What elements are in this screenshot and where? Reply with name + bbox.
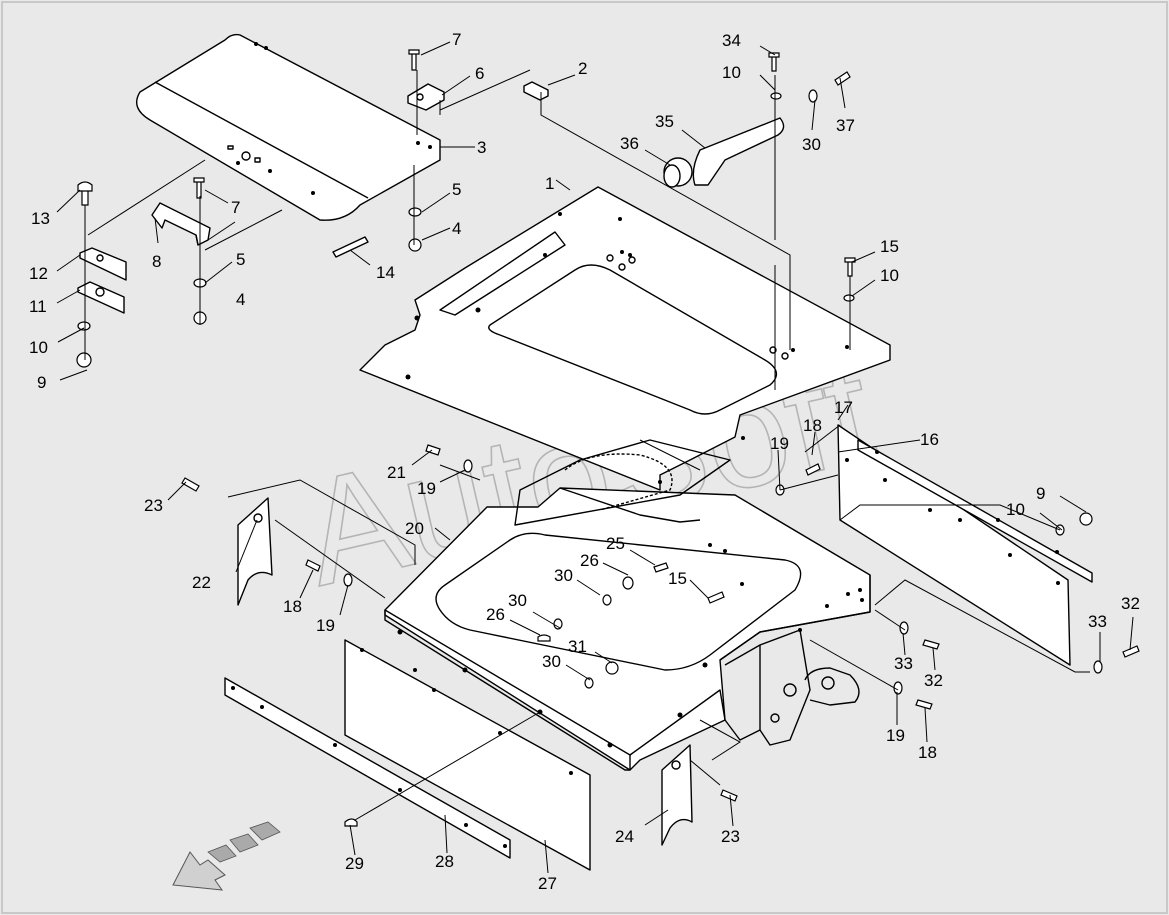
front-direction-arrow-icon	[172, 821, 281, 891]
label-26: 26	[486, 605, 505, 624]
label-22: 22	[192, 573, 211, 592]
label-32: 32	[924, 671, 943, 690]
label-30: 30	[508, 591, 527, 610]
main-frame	[384, 487, 871, 771]
label-28: 28	[435, 852, 454, 871]
label-17: 17	[834, 398, 853, 417]
label-18: 18	[283, 597, 302, 616]
label-7: 7	[452, 30, 461, 49]
label-19: 19	[886, 726, 905, 745]
label-1: 1	[545, 174, 554, 193]
label-10: 10	[722, 63, 741, 82]
label-10: 10	[1006, 500, 1025, 519]
label-30: 30	[554, 566, 573, 585]
label-10: 10	[29, 338, 48, 357]
latch-handle	[151, 202, 211, 246]
fasteners	[76, 49, 1140, 827]
label-33: 33	[1088, 612, 1107, 631]
label-8: 8	[152, 252, 161, 271]
label-31: 31	[568, 637, 587, 656]
label-5: 5	[452, 180, 461, 199]
label-18: 18	[918, 743, 937, 762]
tray-outline	[514, 439, 731, 526]
label-12: 12	[29, 264, 48, 283]
label-23: 23	[721, 827, 740, 846]
label-35: 35	[655, 112, 674, 131]
shim-strip	[332, 236, 369, 258]
label-15: 15	[668, 569, 687, 588]
label-18: 18	[803, 416, 822, 435]
label-leaders	[56, 41, 1134, 874]
label-13: 13	[31, 209, 50, 228]
label-23: 23	[144, 496, 163, 515]
label-33: 33	[894, 654, 913, 673]
bracket-left	[237, 497, 273, 606]
label-24: 24	[615, 827, 634, 846]
floor-panel	[359, 186, 891, 491]
label-9: 9	[37, 373, 46, 392]
clip	[523, 81, 549, 101]
label-15: 15	[880, 237, 899, 256]
bracket-lower	[661, 744, 693, 846]
side-panel-right	[837, 424, 1071, 666]
label-2: 2	[578, 59, 587, 78]
label-27: 27	[538, 874, 557, 893]
label-9: 9	[1036, 484, 1045, 503]
lower-strip	[224, 677, 511, 859]
label-25: 25	[606, 534, 625, 553]
label-19: 19	[770, 434, 789, 453]
label-7: 7	[231, 198, 240, 217]
label-30: 30	[802, 135, 821, 154]
label-4: 4	[236, 290, 245, 309]
label-10: 10	[880, 266, 899, 285]
latch-plate-upper	[79, 247, 127, 281]
hinge	[407, 83, 445, 111]
label-34: 34	[722, 31, 741, 50]
label-11: 11	[29, 297, 47, 316]
part-labels: 1 2 3 4 4 5 5 6 7 7 8 9 9 10 10 10 10 11…	[29, 30, 1140, 893]
label-5: 5	[236, 250, 245, 269]
label-29: 29	[345, 854, 364, 873]
label-19: 19	[417, 479, 436, 498]
label-26: 26	[580, 551, 599, 570]
label-14: 14	[376, 263, 395, 282]
label-6: 6	[475, 64, 484, 83]
seat-cover-plate	[136, 33, 441, 221]
label-19: 19	[316, 616, 335, 635]
label-20: 20	[405, 519, 424, 538]
side-strip-right	[857, 439, 1093, 583]
lever-assembly	[663, 117, 785, 188]
label-36: 36	[620, 134, 639, 153]
label-3: 3	[477, 138, 486, 157]
label-16: 16	[920, 430, 939, 449]
label-4: 4	[452, 219, 461, 238]
label-32: 32	[1121, 594, 1140, 613]
leader-lines	[84, 69, 1090, 821]
label-30: 30	[542, 652, 561, 671]
label-21: 21	[387, 463, 406, 482]
label-37: 37	[836, 116, 855, 135]
